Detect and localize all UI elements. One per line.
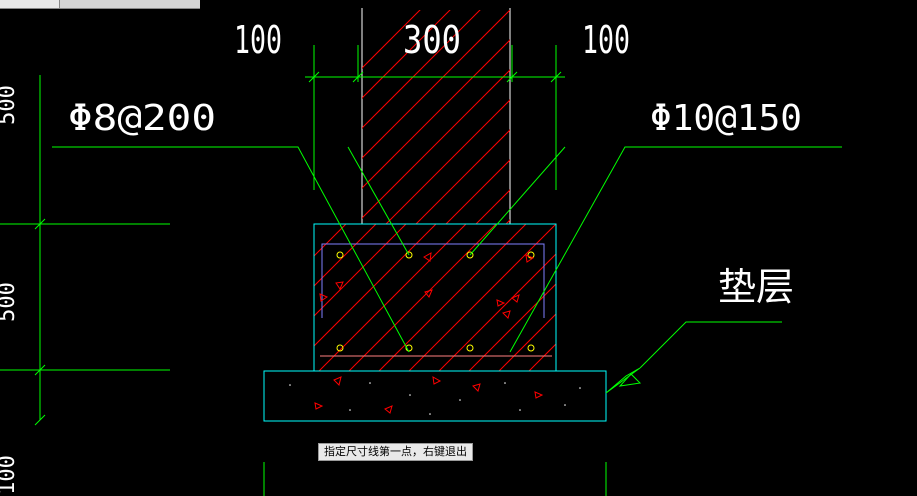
edge-dim-top-text: 500: [0, 85, 20, 125]
footing-outline: [313, 223, 557, 372]
left-edge-dimension: [0, 75, 170, 426]
cushion-label-text: 垫层: [718, 265, 794, 309]
footing-aggregate: [319, 252, 535, 319]
command-prompt-tooltip: 指定尺寸线第一点，右键退出: [318, 443, 473, 461]
cushion-layer-outline: [263, 370, 607, 422]
cushion-leader: [605, 321, 782, 394]
document-tab-strip: [0, 0, 200, 9]
column-hatch: [362, 10, 510, 224]
dim-left-text: 100: [234, 18, 282, 62]
lower-stubs: [263, 462, 607, 496]
stirrup: [320, 243, 552, 357]
edge-dim-middle-text: 500: [0, 282, 20, 322]
rebar-dots: [336, 251, 535, 352]
top-dimension: [305, 45, 565, 190]
dim-right-text: 100: [582, 18, 630, 62]
footing-hatch: [314, 224, 556, 371]
rebar-left-leader: [52, 146, 410, 353]
rebar-right-leader: [469, 146, 842, 353]
document-tab-previous[interactable]: [0, 0, 60, 8]
rebar-right-text: Φ10@150: [650, 98, 802, 139]
cushion-speckle: [289, 382, 581, 415]
cushion-aggregate: [314, 376, 544, 414]
dim-middle-text: 300: [403, 18, 461, 62]
rebar-left-text: Φ8@200: [68, 98, 216, 139]
edge-dim-bottom-text: 100: [0, 455, 20, 495]
